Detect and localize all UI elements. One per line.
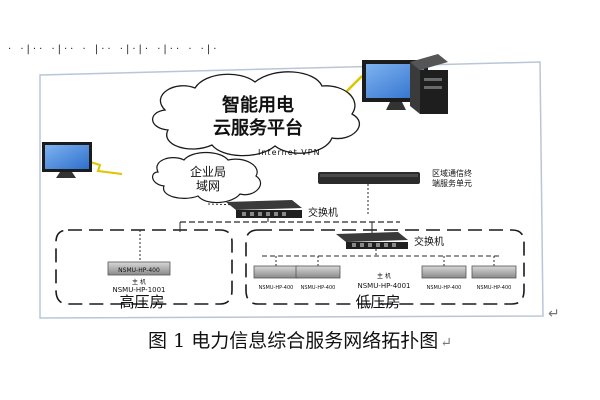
server-icon xyxy=(410,54,448,114)
high-room-device-label: NSMU-HP-400 xyxy=(118,267,160,274)
figure-caption: 图 1 电力信息综合服务网络拓扑图↵ xyxy=(0,326,600,353)
figure-caption-text: 图 1 电力信息综合服务网络拓扑图 xyxy=(148,330,439,352)
low-voltage-room-box xyxy=(245,229,525,305)
low-device-2-label: NSMU-HP-400 xyxy=(301,285,336,291)
switch-top-label: 交换机 xyxy=(308,206,338,219)
low-room-device-3: NSMU-HP-400 xyxy=(421,265,467,291)
high-room-name: 高压房 xyxy=(119,293,164,311)
regional-comm-unit-device xyxy=(318,172,420,184)
low-device-1-label: NSMU-HP-400 xyxy=(259,285,294,291)
cloud-enterprise-lan: 企业局 域网 xyxy=(152,151,262,204)
switch-low-device xyxy=(336,232,408,249)
comm-unit-label-line2: 端服务单元 xyxy=(432,178,472,188)
low-room-device-2: NSMU-HP-400 xyxy=(295,265,341,291)
network-topology-diagram: · ·|·· ·|·· · |·· ·|·|· ·|·· · ·|· 智能用电 … xyxy=(8,44,544,319)
comm-unit-label-line1: 区域通信终 xyxy=(432,168,472,178)
cloud-enterprise-line2: 域网 xyxy=(196,179,220,193)
low-device-3-label: NSMU-HP-400 xyxy=(427,285,462,291)
caption-return-mark: ↵ xyxy=(440,335,452,351)
switch-low-label: 交换机 xyxy=(414,235,444,248)
low-room-device-1: NSMU-HP-400 xyxy=(253,265,299,291)
cloud-smart-power-platform: 智能用电 云服务平台 xyxy=(151,71,360,157)
high-room-device xyxy=(107,261,171,276)
cloud-main-line1: 智能用电 xyxy=(222,94,294,116)
cloud-enterprise-line1: 企业局 xyxy=(190,164,226,179)
low-room-main-label: NSMU-HP-4001 xyxy=(357,282,410,290)
switch-top-device xyxy=(226,200,302,218)
monitor-icon-left xyxy=(42,142,92,178)
link-cloud-to-switch xyxy=(207,203,241,206)
corner-return-mark: ↵ xyxy=(548,306,560,322)
high-voltage-room-box xyxy=(55,229,233,305)
low-room-center-sublabel: 主 机 xyxy=(377,272,391,280)
cloud-main-line2: 云服务平台 xyxy=(213,117,303,139)
internet-vpn-label: Internet VPN xyxy=(258,148,321,157)
header-fragment: · ·|·· ·|·· · |·· ·|·|· ·|·· · ·|· xyxy=(8,44,219,55)
low-room-name: 低压房 xyxy=(355,293,400,311)
high-room-device-sublabel: 主 机 xyxy=(132,278,146,286)
low-device-4-label: NSMU-HP-400 xyxy=(477,285,512,291)
high-room-main-label: NSMU-HP-1001 xyxy=(112,286,165,294)
low-room-device-4: NSMU-HP-400 xyxy=(471,265,517,291)
